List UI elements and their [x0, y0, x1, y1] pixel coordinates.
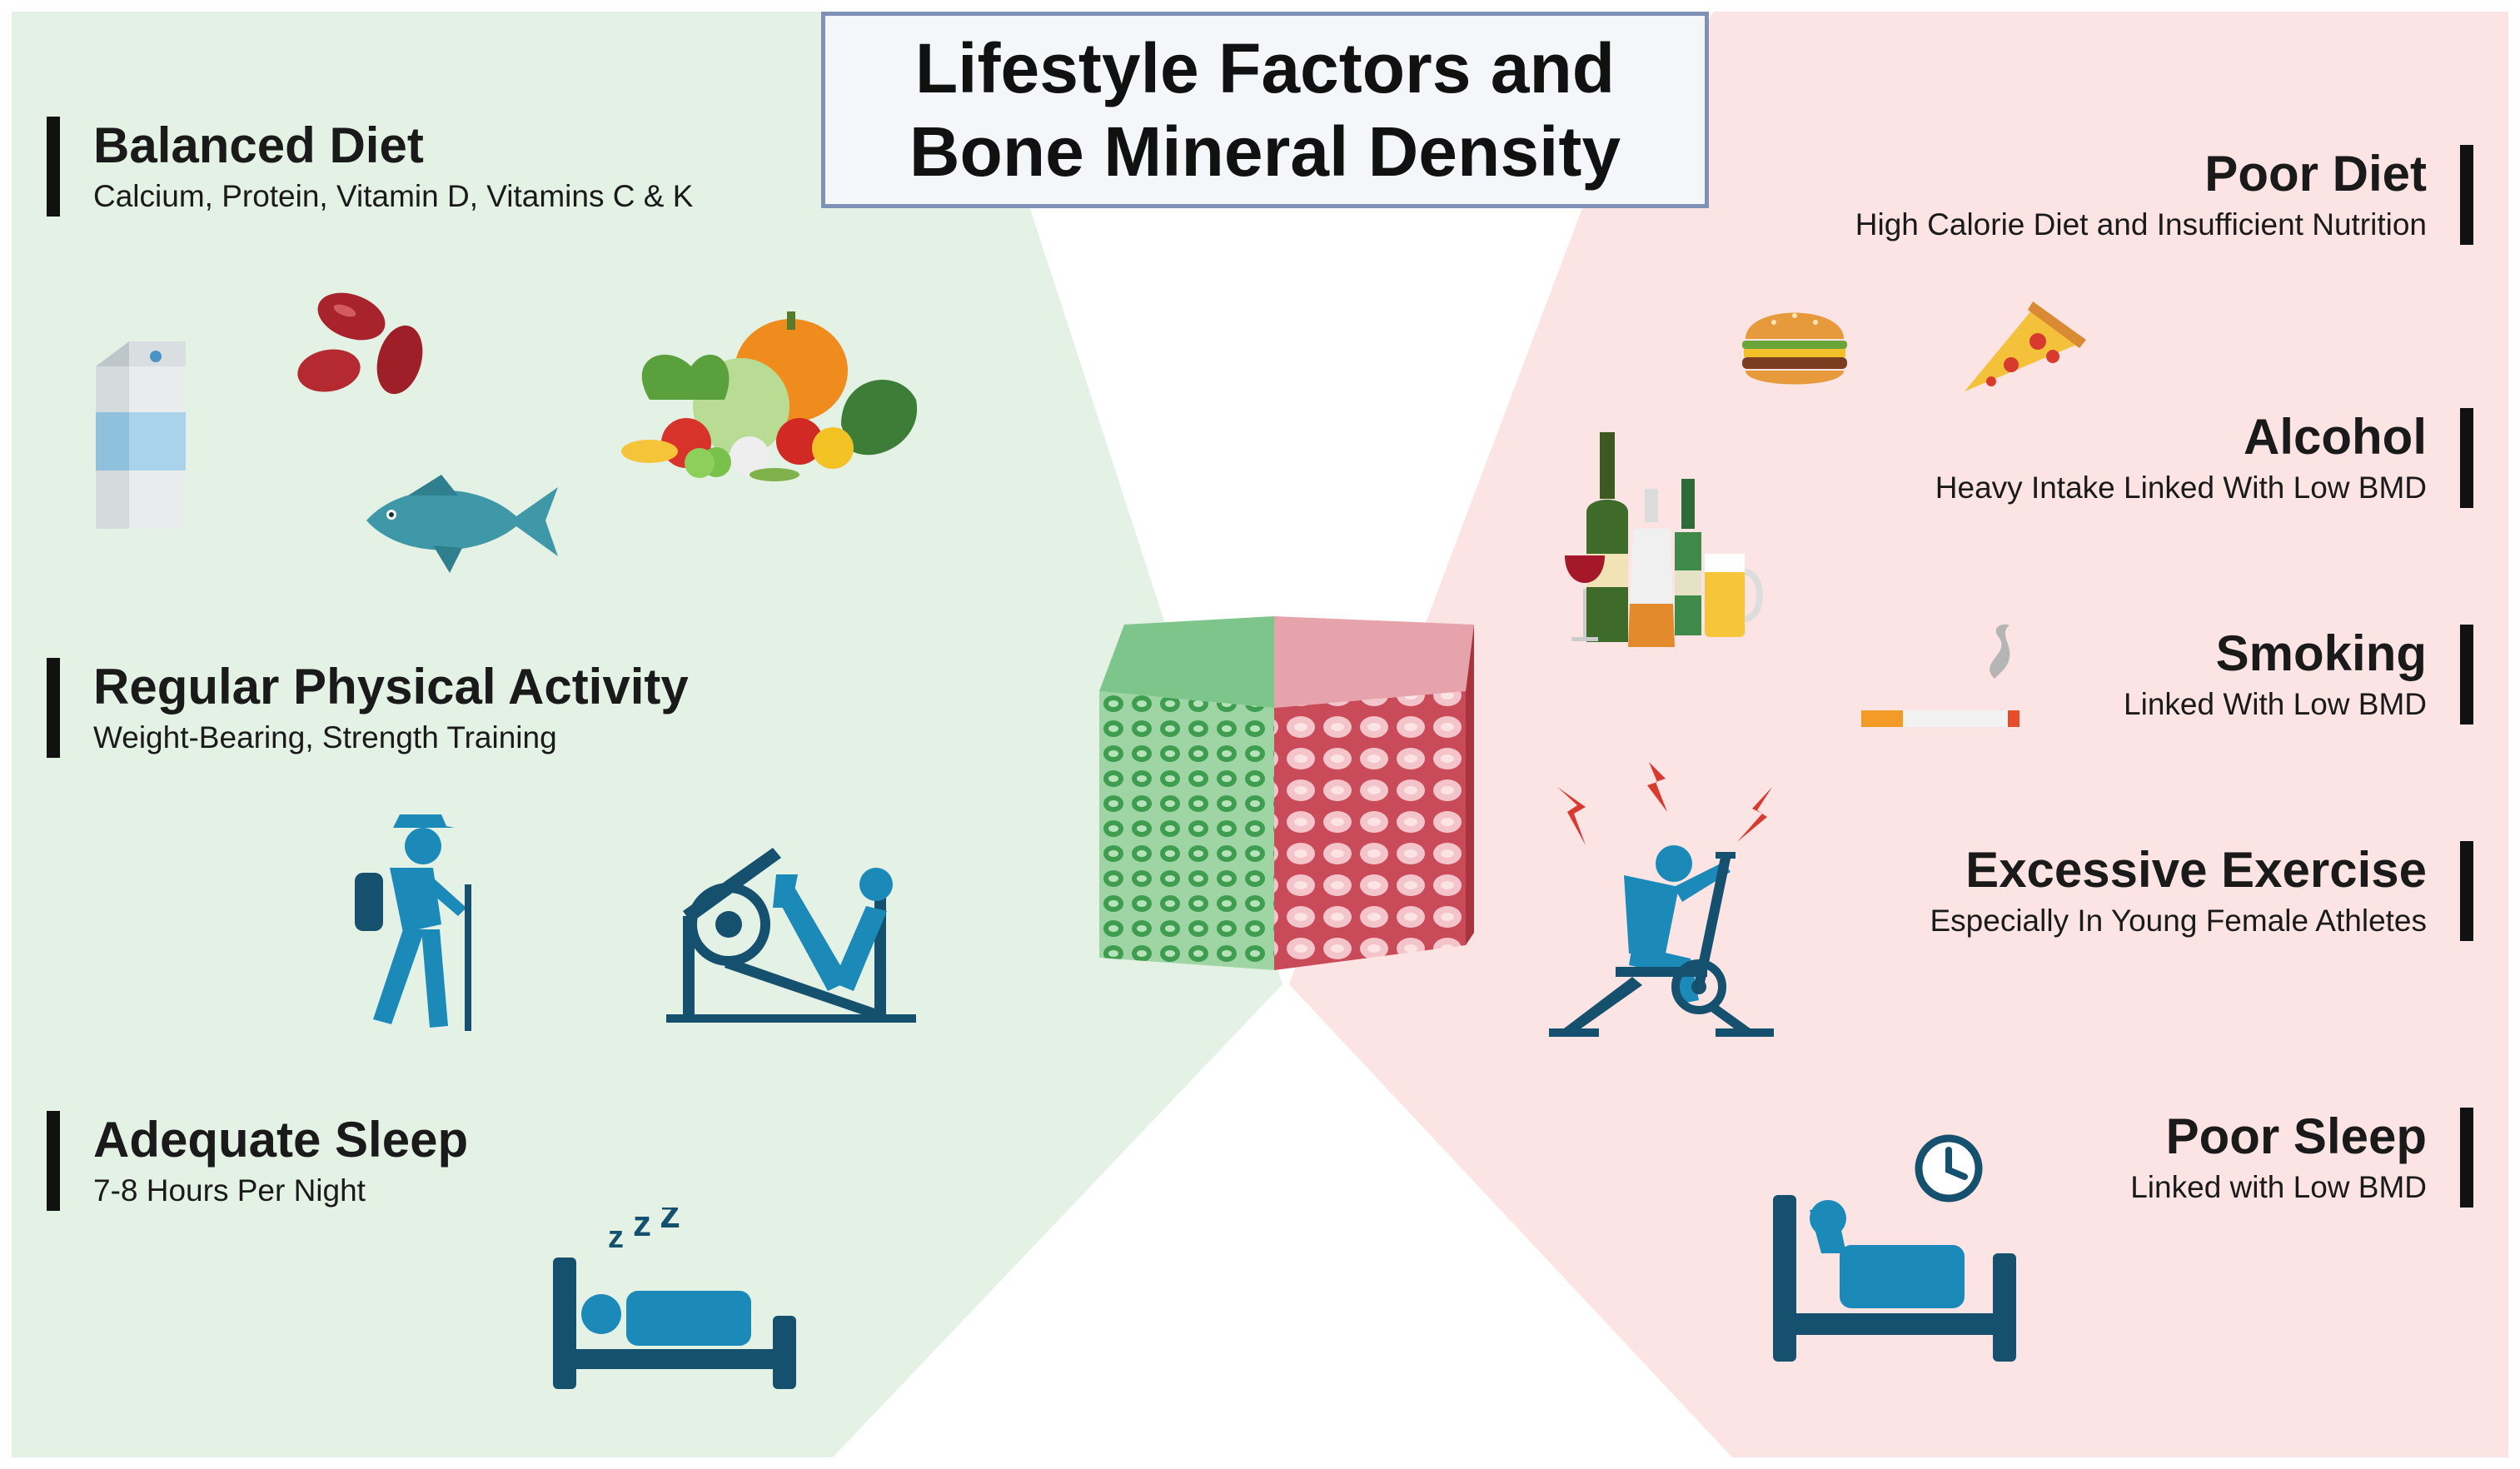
leg-press-icon	[666, 848, 916, 1023]
factor-subtitle: Linked with Low BMD	[2130, 1170, 2427, 1204]
factor-poor-sleep: Poor Sleep Linked with Low BMD	[2130, 1108, 2473, 1208]
factor-heading: Poor Diet	[2204, 146, 2427, 202]
svg-text:z: z	[608, 1220, 624, 1255]
factor-heading: Adequate Sleep	[93, 1112, 469, 1168]
burger-icon	[1742, 312, 1847, 385]
cigarette-icon	[1861, 624, 2019, 727]
insomnia-icon	[1773, 1134, 2016, 1362]
harmful-panel	[1289, 12, 2508, 1457]
harmful-panel-top	[1582, 12, 2508, 208]
factor-heading: Balanced Diet	[93, 117, 424, 173]
sleeping-person-icon: z z z	[553, 1208, 796, 1389]
factor-subtitle: Linked With Low BMD	[2124, 687, 2427, 721]
exercise-bike-icon	[1549, 762, 1774, 1037]
factor-excessive-exercise: Excessive Exercise Especially In Young F…	[1930, 841, 2473, 941]
milk-carton-icon	[96, 341, 186, 529]
diagram-title: Lifestyle Factors and Bone Mineral Densi…	[821, 12, 1709, 208]
hiker-icon	[355, 814, 471, 1031]
svg-text:z: z	[633, 1208, 651, 1244]
fish-icon	[366, 475, 558, 573]
factor-subtitle: 7-8 Hours Per Night	[93, 1173, 366, 1208]
factor-heading: Regular Physical Activity	[93, 659, 689, 715]
factor-heading: Alcohol	[2244, 409, 2427, 465]
factor-subtitle: High Calorie Diet and Insufficient Nutri…	[1855, 207, 2427, 242]
title-line-2: Bone Mineral Density	[909, 112, 1621, 191]
factor-heading: Poor Sleep	[2165, 1108, 2427, 1164]
factor-heading: Excessive Exercise	[1965, 842, 2427, 898]
factor-adequate-sleep: Adequate Sleep 7-8 Hours Per Night	[47, 1111, 468, 1211]
bone-tissue-cube-icon	[1099, 616, 1474, 970]
factor-subtitle: Weight-Bearing, Strength Training	[93, 720, 557, 754]
factor-subtitle: Heavy Intake Linked With Low BMD	[1935, 471, 2427, 505]
factor-physical-activity: Regular Physical Activity Weight-Bearing…	[47, 658, 689, 758]
pizza-slice-icon	[1965, 301, 2086, 391]
kidney-beans-icon	[297, 292, 423, 395]
factor-heading: Smoking	[2215, 625, 2427, 681]
alcohol-bottles-icon	[1565, 432, 1763, 647]
vegetables-icon	[621, 311, 918, 481]
factor-alcohol: Alcohol Heavy Intake Linked With Low BMD	[1935, 408, 2473, 508]
factor-subtitle: Especially In Young Female Athletes	[1930, 904, 2428, 938]
svg-text:z: z	[660, 1208, 680, 1237]
factor-smoking: Smoking Linked With Low BMD	[2124, 625, 2473, 725]
factor-subtitle: Calcium, Protein, Vitamin D, Vitamins C …	[93, 179, 694, 213]
factor-poor-diet: Poor Diet High Calorie Diet and Insuffic…	[1855, 145, 2473, 245]
factor-balanced-diet: Balanced Diet Calcium, Protein, Vitamin …	[47, 117, 693, 217]
title-line-1: Lifestyle Factors and	[914, 29, 1616, 107]
